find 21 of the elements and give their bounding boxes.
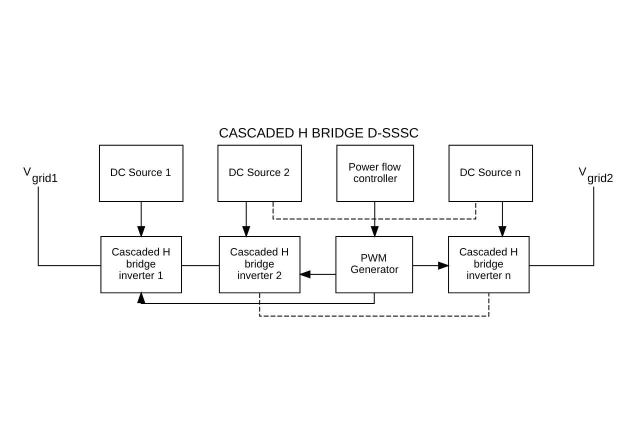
arrow bbox=[137, 200, 146, 238]
arrow bbox=[298, 270, 336, 278]
connector bbox=[259, 292, 490, 316]
node-box: Cascaded H bridge inverter 2 bbox=[218, 236, 300, 293]
connector bbox=[38, 186, 102, 266]
node-box: DC Source n bbox=[448, 144, 534, 202]
node-box: PWM Generator bbox=[335, 236, 414, 293]
connector bbox=[528, 186, 594, 266]
diagram-title: CASCADED H BRIDGE D-SSSC bbox=[218, 125, 419, 140]
node-box: Power flow controller bbox=[336, 144, 414, 202]
node-box: Cascaded H bridge inverter n bbox=[448, 236, 530, 293]
arrow bbox=[137, 290, 375, 304]
connector bbox=[181, 264, 220, 266]
arrow bbox=[412, 261, 450, 270]
arrow bbox=[370, 200, 379, 238]
node-box: Cascaded H bridge inverter 1 bbox=[100, 236, 182, 293]
connector bbox=[272, 200, 476, 219]
arrow bbox=[242, 200, 250, 238]
node-box: DC Source 2 bbox=[217, 144, 302, 202]
node-box: DC Source 1 bbox=[98, 144, 184, 202]
arrow bbox=[498, 200, 507, 238]
